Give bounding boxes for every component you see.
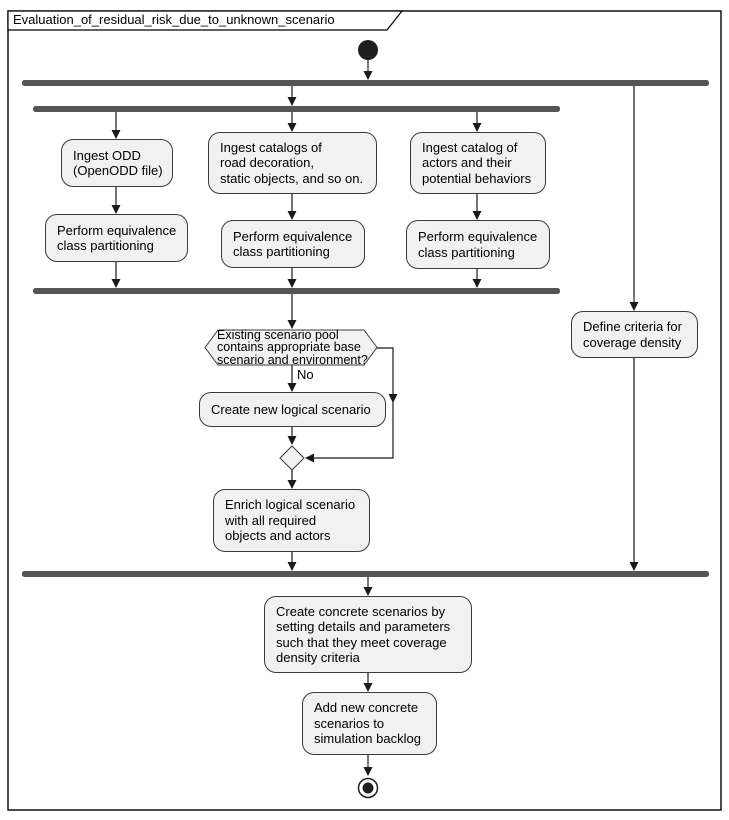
fork-bar-inner — [33, 106, 560, 112]
join-bar-inner — [33, 288, 560, 294]
edge-fork-to-ingest-catalogs — [287, 112, 297, 132]
frame-title-tab — [7, 10, 404, 31]
edge-join-to-decision — [287, 294, 297, 329]
activity-ingest-odd: Ingest ODD (OpenODD file) — [61, 139, 173, 187]
activity-create-logical-scenario: Create new logical scenario — [199, 392, 386, 427]
end-node — [357, 777, 379, 799]
edge-ingest-catalogs-to-perform2 — [287, 194, 297, 220]
edge-start-to-fork — [363, 60, 373, 80]
edge-decision-no-to-create-logical — [287, 365, 297, 392]
start-node — [358, 40, 378, 60]
edge-fork-to-inner-fork — [287, 86, 297, 106]
decision-no-branch-label: No — [297, 367, 314, 382]
activity-enrich-logical-scenario: Enrich logical scenario with all require… — [213, 489, 370, 552]
decision-label: Existing scenario pool contains appropri… — [217, 327, 368, 367]
edge-ingest-odd-to-perform1 — [111, 187, 121, 214]
edge-define-criteria-to-final-join — [629, 358, 639, 571]
edge-decision-bypass-to-merge — [305, 347, 398, 463]
fork-bar-outer — [22, 80, 709, 86]
edge-perform2-to-join — [287, 268, 297, 288]
activity-perform-equivalence-1: Perform equivalence class partitioning — [45, 214, 188, 262]
activity-perform-equivalence-3: Perform equivalence class partitioning — [406, 220, 550, 269]
edge-perform1-to-join — [111, 262, 121, 288]
activity-perform-equivalence-2: Perform equivalence class partitioning — [221, 220, 365, 268]
edge-fork-to-define-criteria — [629, 86, 639, 311]
edge-ingest-actors-to-perform3 — [472, 194, 482, 220]
activity-create-concrete-scenarios: Create concrete scenarios by setting det… — [264, 596, 472, 673]
activity-add-to-simulation-backlog: Add new concrete scenarios to simulation… — [302, 692, 437, 755]
edge-create-logical-to-merge — [287, 427, 297, 445]
edge-final-join-to-create-concrete — [363, 577, 373, 596]
activity-ingest-catalogs: Ingest catalogs of road decoration, stat… — [208, 132, 377, 194]
edge-fork-to-ingest-actors — [472, 112, 482, 132]
activity-define-coverage-criteria: Define criteria for coverage density — [571, 311, 698, 358]
edge-merge-to-enrich — [287, 470, 297, 489]
diagram-title: Evaluation_of_residual_risk_due_to_unkno… — [13, 12, 335, 27]
edge-fork-to-ingest-odd — [111, 112, 121, 139]
activity-ingest-actors: Ingest catalog of actors and their poten… — [410, 132, 546, 194]
join-bar-outer — [22, 571, 709, 577]
merge-diamond — [279, 445, 305, 471]
edge-perform3-to-join — [472, 269, 482, 288]
edge-create-concrete-to-add-backlog — [363, 673, 373, 692]
edge-enrich-to-final-join — [287, 552, 297, 571]
decision-hexagon — [204, 329, 378, 366]
edge-add-backlog-to-end — [363, 755, 373, 776]
